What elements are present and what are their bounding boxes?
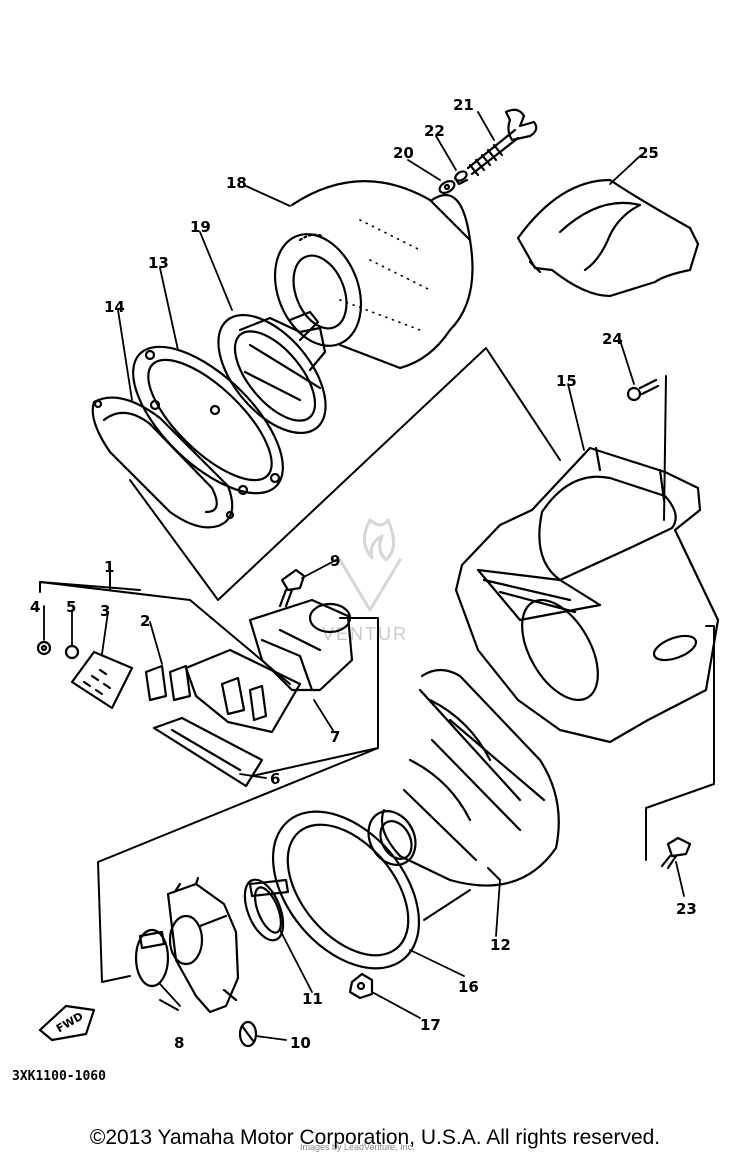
part-4-bolt bbox=[36, 640, 52, 656]
callout-2: 2 bbox=[140, 612, 150, 630]
part-16-boot-gasket bbox=[271, 810, 421, 970]
fwd-arrow-icon bbox=[38, 1004, 96, 1042]
part-13-gasket bbox=[132, 345, 284, 496]
leader-lines bbox=[43, 111, 685, 1041]
callout-23: 23 bbox=[676, 900, 697, 918]
part-19-filter-cage bbox=[217, 310, 327, 435]
callout-9: 9 bbox=[330, 552, 340, 570]
callout-17: 17 bbox=[420, 1016, 441, 1034]
callout-19: 19 bbox=[190, 218, 211, 236]
part-5-washer bbox=[64, 644, 80, 660]
callout-4: 4 bbox=[30, 598, 40, 616]
callout-20: 20 bbox=[393, 144, 414, 162]
part-1-reed-valve bbox=[184, 648, 302, 734]
part-22-nut bbox=[453, 170, 469, 186]
part-15-filter-case bbox=[454, 446, 720, 744]
callout-15: 15 bbox=[556, 372, 577, 390]
callout-22: 22 bbox=[424, 122, 445, 140]
part-17-nut bbox=[348, 972, 374, 1000]
watermark-text: VENTUR bbox=[322, 624, 408, 644]
callout-14: 14 bbox=[104, 298, 125, 316]
callout-labels: 21 22 20 25 18 19 13 14 24 15 9 1 4 5 3 … bbox=[12, 96, 697, 1152]
callout-1: 1 bbox=[104, 558, 114, 576]
image-credit: Images by LeadVenture, Inc. bbox=[300, 1142, 415, 1152]
callout-5: 5 bbox=[66, 598, 76, 616]
assembly-lines bbox=[39, 347, 715, 1011]
watermark-logo bbox=[338, 518, 402, 612]
part-23-bolt bbox=[660, 836, 692, 870]
part-12-intake-boot bbox=[367, 668, 560, 887]
part-6-gasket bbox=[152, 716, 264, 788]
callout-3: 3 bbox=[100, 602, 110, 620]
part-18-air-filter bbox=[273, 180, 474, 370]
carburetor-assembly bbox=[166, 876, 240, 1014]
callout-12: 12 bbox=[490, 936, 511, 954]
part-11-hose-clamp bbox=[243, 878, 290, 942]
callout-7: 7 bbox=[330, 728, 340, 746]
callout-24: 24 bbox=[602, 330, 623, 348]
callout-18: 18 bbox=[226, 174, 247, 192]
callout-10: 10 bbox=[290, 1034, 311, 1052]
part-20-washer bbox=[438, 180, 456, 194]
part-9-bolt bbox=[278, 568, 306, 608]
callout-16: 16 bbox=[458, 978, 479, 996]
callout-21: 21 bbox=[453, 96, 474, 114]
callout-25: 25 bbox=[638, 144, 659, 162]
part-3-stopper-plate bbox=[70, 650, 134, 710]
part-code: 3XK1100-1060 bbox=[12, 1069, 106, 1084]
part-21-wing-bolt bbox=[466, 108, 538, 177]
part-8-lower-clamp bbox=[134, 928, 170, 988]
callout-13: 13 bbox=[148, 254, 169, 272]
callout-11: 11 bbox=[302, 990, 323, 1008]
part-7-intake-joint bbox=[248, 598, 354, 692]
part-2-reed-petals bbox=[144, 664, 192, 702]
part-24-bolt bbox=[626, 378, 660, 402]
copyright-notice: ©2013 Yamaha Motor Corporation, U.S.A. A… bbox=[89, 1126, 661, 1149]
part-10-clip bbox=[238, 1020, 258, 1048]
part-14-plate bbox=[91, 396, 235, 529]
callout-8-lower: 8 bbox=[174, 1034, 184, 1052]
callout-6: 6 bbox=[270, 770, 280, 788]
part-25-side-cover bbox=[516, 178, 700, 298]
